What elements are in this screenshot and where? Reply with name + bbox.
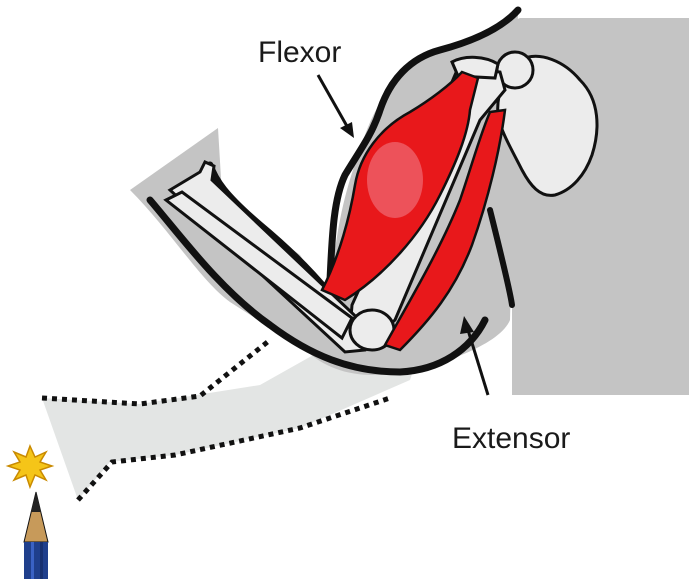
flexor-muscle-highlight — [367, 142, 423, 218]
spark-icon — [8, 446, 52, 487]
flexor-leader-arrow — [318, 75, 354, 138]
extensor-label: Extensor — [452, 422, 570, 455]
flexor-label: Flexor — [258, 36, 341, 69]
pencil-icon — [24, 492, 48, 579]
